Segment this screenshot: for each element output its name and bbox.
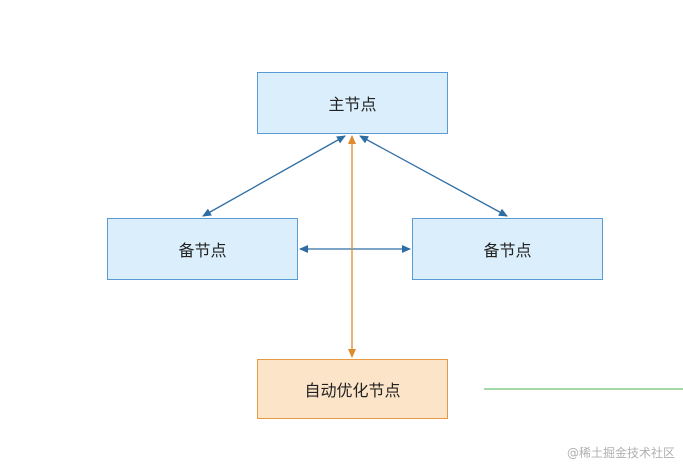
auto-optimize-node: 自动优化节点 xyxy=(257,359,448,419)
connector-main-to-standby-left xyxy=(202,135,346,217)
main-node-label: 主节点 xyxy=(328,95,377,114)
connector-main-to-standby-right xyxy=(359,135,508,217)
main-node: 主节点 xyxy=(257,72,448,134)
auto-optimize-node-label: 自动优化节点 xyxy=(304,381,401,400)
standby-node-right: 备节点 xyxy=(412,218,603,280)
watermark: @稀土掘金技术社区 xyxy=(566,446,675,460)
standby-node-right-label: 备节点 xyxy=(483,241,532,260)
standby-node-left-label: 备节点 xyxy=(178,241,227,260)
standby-node-left: 备节点 xyxy=(107,218,298,280)
